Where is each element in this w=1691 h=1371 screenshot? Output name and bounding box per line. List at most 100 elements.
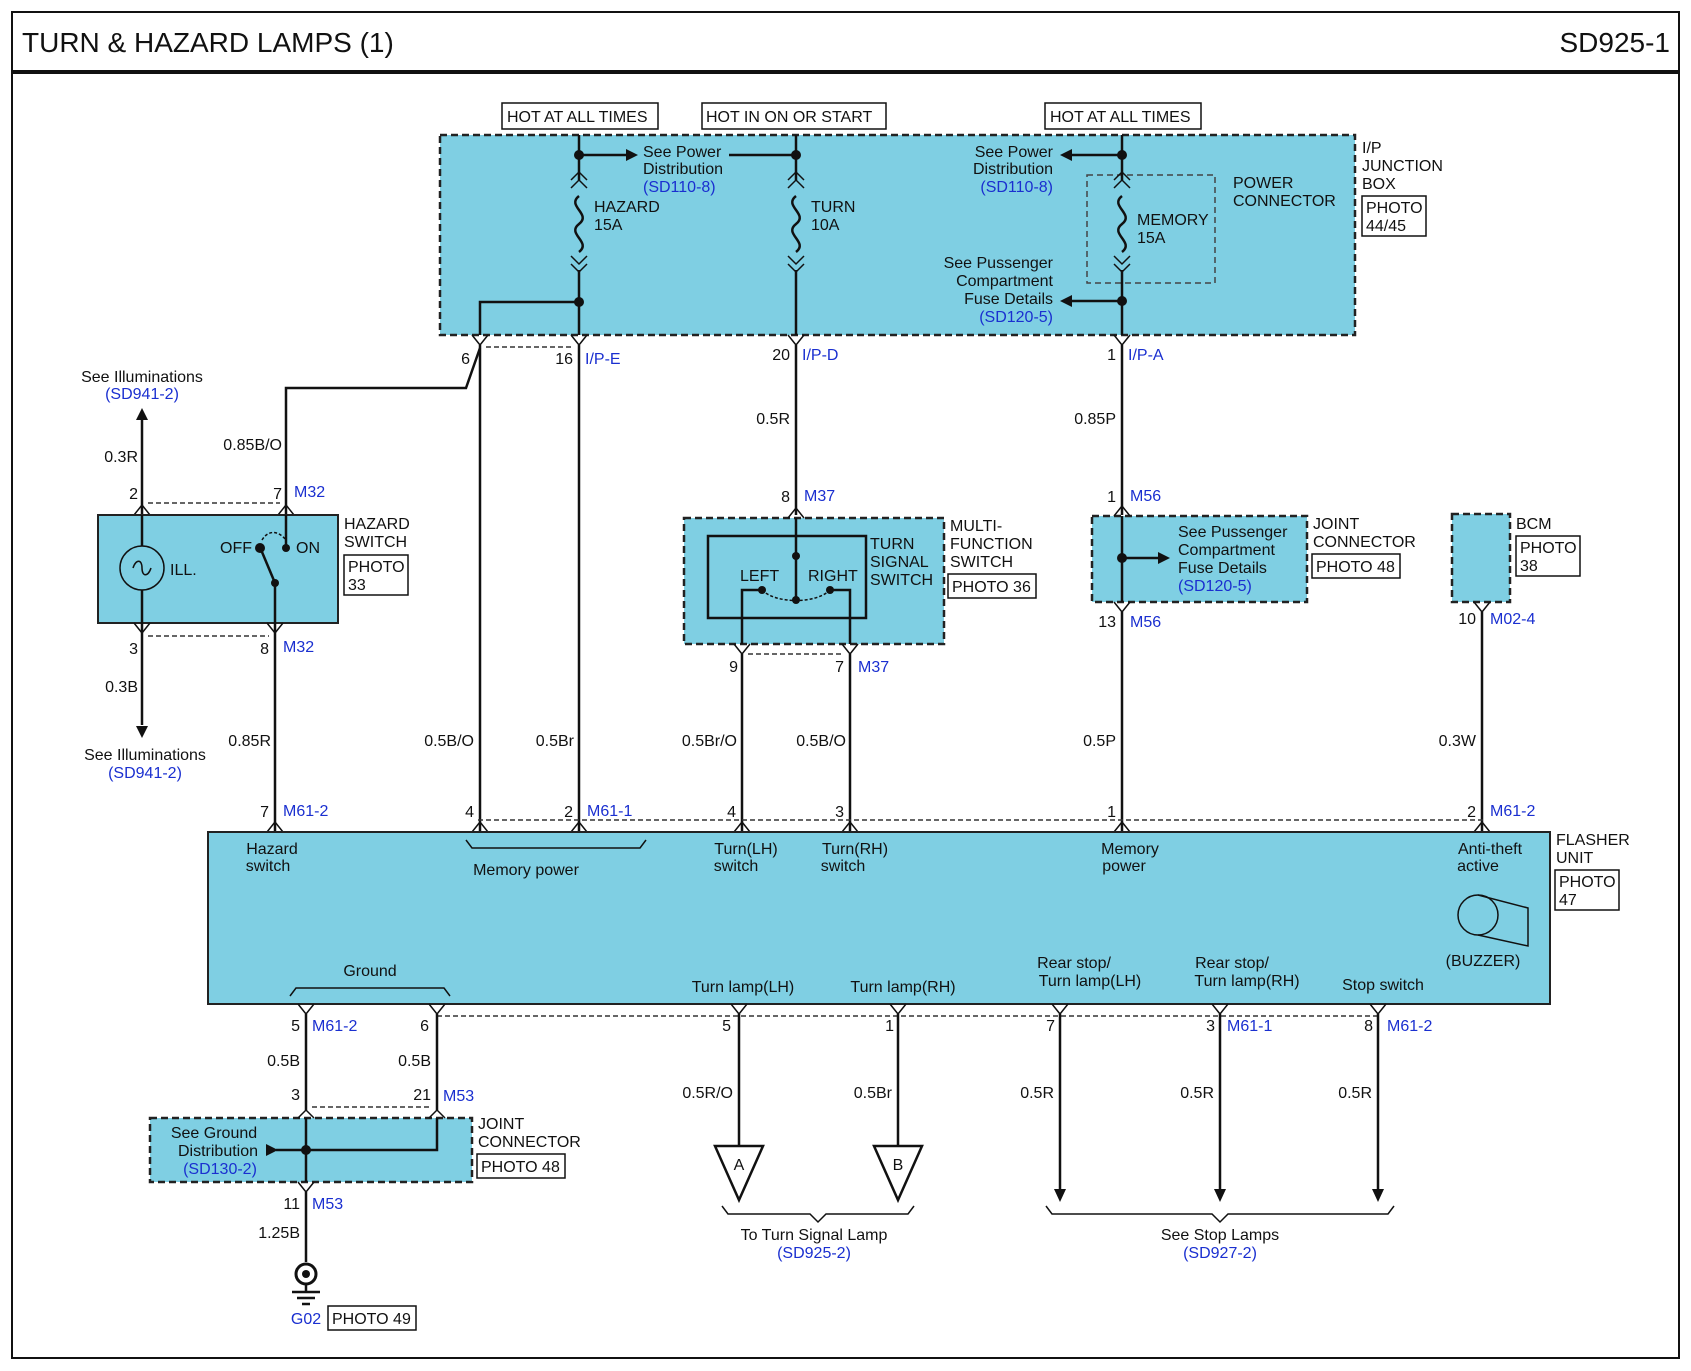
turn-fuse-label: TURN xyxy=(811,199,855,216)
arrow-right-icon xyxy=(266,1144,278,1156)
off-label: OFF xyxy=(220,540,252,557)
power-connector-line1: POWER xyxy=(1233,175,1293,192)
ground-photo: PHOTO 49 xyxy=(332,1311,411,1328)
fl-turn-lh-1: Turn(LH) xyxy=(714,841,777,858)
wire-label: 0.5B/O xyxy=(796,733,846,750)
stop-lamps-ref: (SD927-2) xyxy=(1183,1245,1257,1262)
see-illum-top: See Illuminations xyxy=(81,369,203,386)
turn-fuse-icon xyxy=(791,195,801,253)
fl-turn-rh-1: Turn(RH) xyxy=(822,841,888,858)
see-illum-top-ref: (SD941-2) xyxy=(105,386,179,403)
pin-label: 1 xyxy=(1107,347,1116,364)
connector-id: I/P-D xyxy=(802,347,838,364)
pin-label: 2 xyxy=(129,486,138,503)
connector-id: M53 xyxy=(443,1088,474,1105)
ground-symbol-icon xyxy=(292,1284,320,1306)
wire-label: 0.5R/O xyxy=(682,1085,733,1102)
joint-top-ref: (SD120-5) xyxy=(1178,578,1252,595)
connector-id: I/P-E xyxy=(585,351,621,368)
see-illum-bot: See Illuminations xyxy=(84,747,206,764)
joint-bot-see-2: Distribution xyxy=(178,1143,258,1160)
flasher-photo-1: PHOTO xyxy=(1559,874,1616,891)
hazard-switch-name-2: SWITCH xyxy=(344,534,407,551)
joint-top-see-2: Compartment xyxy=(1178,542,1275,559)
fl-rear-rh-2: Turn lamp(RH) xyxy=(1194,973,1299,990)
flasher-unit: 7 M61-2 4 2 M61-1 4 3 1 2 M61-2 Hazard s… xyxy=(207,803,1630,1035)
pin-connector-icon xyxy=(889,1003,907,1016)
pin-connector-icon xyxy=(787,334,805,347)
switch-blade xyxy=(260,551,277,584)
pin-label: 1 xyxy=(885,1018,894,1035)
hot-label-box-1 xyxy=(501,102,659,130)
turn-signal-lamp-ref: (SD925-2) xyxy=(777,1245,851,1262)
diagram-title: TURN & HAZARD LAMPS (1) xyxy=(22,27,394,58)
joint-top-name-1: JOINT xyxy=(1313,516,1359,533)
hazard-photo-box xyxy=(343,554,409,596)
switch-arc xyxy=(261,531,287,541)
pin-connector-icon xyxy=(730,1003,748,1016)
hot-label-3: HOT AT ALL TIMES xyxy=(1050,109,1191,126)
hot-label-box-2 xyxy=(701,102,887,130)
turn-fuse-rating: 10A xyxy=(811,217,840,234)
turn-signal-switch-frame xyxy=(706,534,868,620)
pin-connector-icon xyxy=(266,820,284,833)
hazard-fuse-label: HAZARD xyxy=(594,199,660,216)
ill-label: ILL. xyxy=(170,562,197,579)
hazard-switch-body xyxy=(97,514,339,624)
turn-signal-3: SWITCH xyxy=(870,572,933,589)
fl-memory-r-1: Memory xyxy=(1101,841,1159,858)
right-label: RIGHT xyxy=(808,568,858,585)
junction-photo-1: PHOTO xyxy=(1366,200,1423,217)
pin-connector-icon xyxy=(787,506,805,519)
hot-label-1: HOT AT ALL TIMES xyxy=(507,109,648,126)
see-power-1-line2: Distribution xyxy=(643,161,723,178)
see-pass-1-line3: Fuse Details xyxy=(964,291,1053,308)
flasher-name-1: FLASHER xyxy=(1556,832,1630,849)
hazard-switch-name-1: HAZARD xyxy=(344,516,410,533)
fl-turn-rh-2: switch xyxy=(821,858,865,875)
wire-label: 0.5Br xyxy=(854,1085,893,1102)
left-label: LEFT xyxy=(740,568,779,585)
fl-anti-theft-1: Anti-theft xyxy=(1458,841,1523,858)
hazard-branch-wire xyxy=(478,300,579,335)
wire-label: 0.5Br/O xyxy=(682,733,737,750)
junction-photo-box xyxy=(1361,195,1427,237)
pin-connector-icon xyxy=(1113,334,1131,347)
svg-text:HAZARD: HAZARD xyxy=(594,199,660,216)
ground-name: G02 xyxy=(291,1311,321,1328)
pin-connector-icon xyxy=(133,503,151,516)
wire-label: 0.3B xyxy=(105,679,138,696)
pin-connector-icon xyxy=(277,503,295,516)
junction-box-name-2: JUNCTION xyxy=(1362,158,1443,175)
hazard-feed-wire xyxy=(284,347,482,515)
connector-id: M32 xyxy=(283,639,314,656)
frame xyxy=(11,11,1680,1359)
multifunction-photo-box xyxy=(947,573,1037,599)
junction-box-outline xyxy=(438,133,1357,337)
svg-text:15A: 15A xyxy=(594,217,623,234)
arrow-left-icon xyxy=(1060,295,1072,307)
fl-memory-r-2: power xyxy=(1102,858,1146,875)
pin-label: 3 xyxy=(1206,1018,1215,1035)
multifunction-outline xyxy=(682,516,946,646)
memory-fuse-rating: 15A xyxy=(1137,230,1166,247)
connector-id: M37 xyxy=(858,659,889,676)
memory-fuse-label: MEMORY xyxy=(1137,212,1209,229)
joint-bot-see-1: See Ground xyxy=(171,1125,257,1142)
hazard-fuse-clip-top xyxy=(570,170,588,189)
pin-label: 3 xyxy=(291,1087,300,1104)
pin-connector-icon xyxy=(570,334,588,347)
pin-label: 3 xyxy=(835,804,844,821)
pin-connector-icon xyxy=(841,643,859,656)
ground-photo-box xyxy=(327,1305,417,1331)
bcm-photo-2: 38 xyxy=(1520,558,1538,575)
fl-rear-rh-1: Rear stop/ xyxy=(1195,955,1269,972)
joint-top-photo-box xyxy=(1311,553,1401,579)
connector-id: M56 xyxy=(1130,614,1161,631)
junction-box-name-3: BOX xyxy=(1362,176,1396,193)
joint-bot-photo: PHOTO 48 xyxy=(481,1159,560,1176)
junction-box-name-1: I/P xyxy=(1362,140,1382,157)
multifunction-name-1: MULTI- xyxy=(950,518,1002,535)
fl-hazard-2: switch xyxy=(246,858,290,875)
